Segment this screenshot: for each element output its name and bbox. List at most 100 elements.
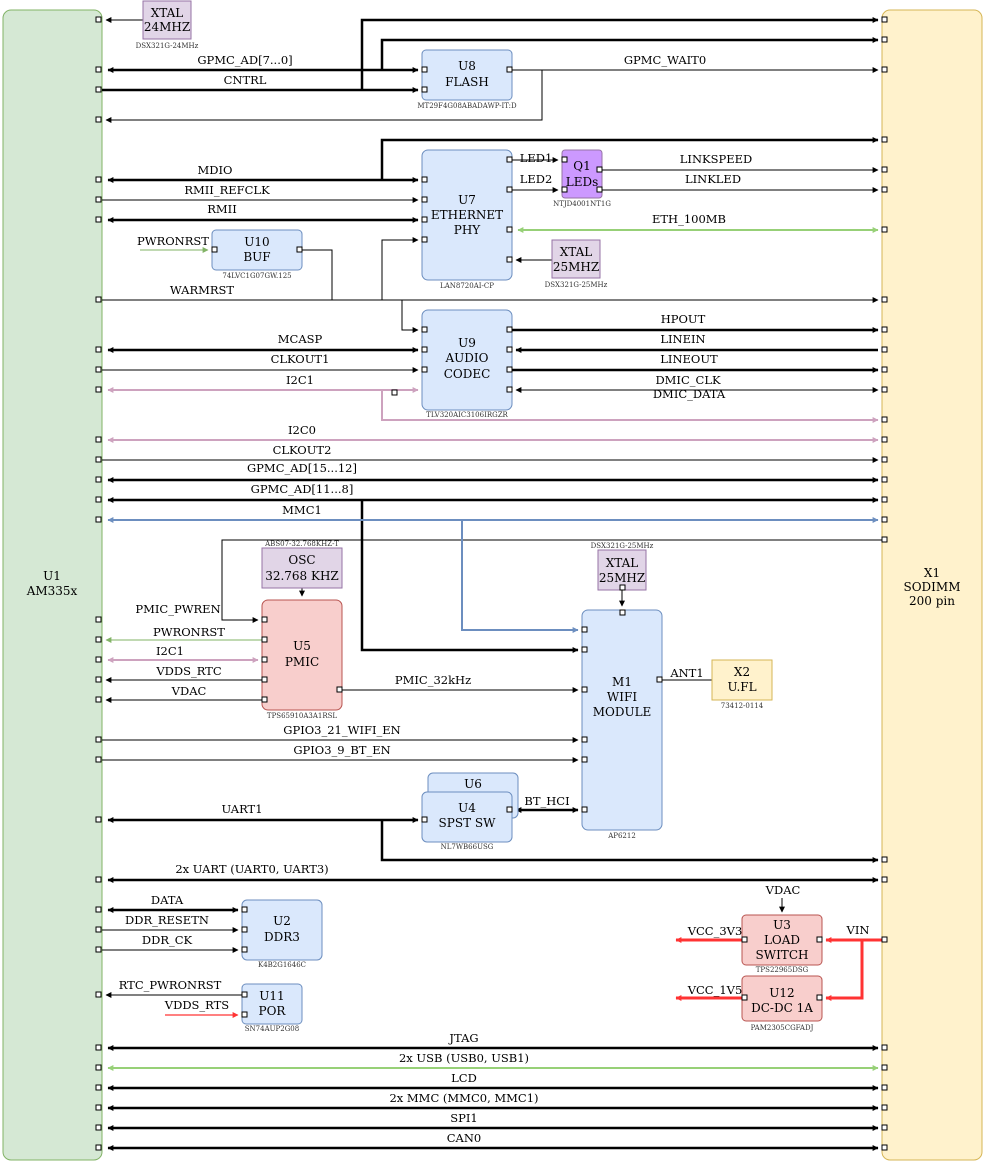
u10-block: U10 BUF 74LVC1G07GW.125 [211,229,303,280]
label-ddr-resetn: DDR_RESETN [125,913,209,927]
label-uart-2x: 2x UART (UART0, UART3) [175,862,328,876]
label-eth-100mb: ETH_100MB [652,212,726,226]
u11-block: U11 POR SN74AUP2G08 [241,983,303,1033]
svg-text:DSX321G-25MHz: DSX321G-25MHz [545,281,608,289]
colored-wires [107,227,879,1071]
svg-text:ABS07-32.768KHZ-T: ABS07-32.768KHZ-T [264,540,339,548]
label-ant1: ANT1 [669,666,703,680]
svg-text:AP6212: AP6212 [607,832,636,840]
svg-text:XTAL: XTAL [151,6,184,20]
label-mmc-2x: 2x MMC (MMC0, MMC1) [389,1091,538,1105]
svg-text:PHY: PHY [454,223,482,237]
label-can0: CAN0 [447,1131,481,1145]
svg-text:U.FL: U.FL [727,680,756,694]
svg-text:U3: U3 [773,918,791,932]
svg-text:Q1: Q1 [573,159,590,173]
label-ddr-ck: DDR_CK [142,933,193,947]
label-linkled: LINKLED [685,172,741,186]
svg-text:U11: U11 [259,989,284,1003]
u1-name: AM335x [26,584,78,598]
svg-text:U9: U9 [458,336,476,350]
svg-text:TPS65910A3A1RSL: TPS65910A3A1RSL [267,712,338,720]
svg-text:NTJD4001NT1G: NTJD4001NT1G [553,200,611,208]
svg-text:PMIC: PMIC [285,655,319,669]
svg-text:X2: X2 [734,665,750,679]
label-lineout: LINEOUT [660,352,718,366]
xtal25b-block: XTAL 25MHZ DSX321G-25MHz [591,542,654,591]
x1-label: X1 [924,566,940,580]
u1-block: U1 AM335x [2,9,103,1161]
u12-block: U12 DC-DC 1A PAM2305CGFADJ [741,975,823,1032]
svg-text:MODULE: MODULE [593,705,652,719]
svg-text:AUDIO: AUDIO [445,351,489,365]
label-gpmc-ad15-12: GPMC_AD[15...12] [247,461,357,475]
svg-text:OSC: OSC [288,553,315,567]
pwronrst-wires [105,247,262,643]
u2-block: U2 DDR3 K4B2G1646C [241,899,323,969]
svg-text:POR: POR [259,1004,287,1018]
svg-text:25MHZ: 25MHZ [553,260,599,274]
svg-text:TLV320AIC3106IRGZR: TLV320AIC3106IRGZR [426,411,508,419]
svg-text:LOAD: LOAD [764,933,800,947]
label-warmrst: WARMRST [170,283,235,297]
label-clkout1: CLKOUT1 [271,352,330,366]
u3-block: U3 LOAD SWITCH TPS22965DSG [741,914,823,974]
svg-text:DSX321G-24MHz: DSX321G-24MHz [136,42,199,50]
xtal25a-block: XTAL 25MHZ DSX321G-25MHz [545,239,608,289]
svg-text:24MHZ: 24MHZ [144,20,190,34]
thin-wires [102,17,882,998]
svg-text:U5: U5 [293,639,311,653]
label-vdds-rts: VDDS_RTS [164,998,230,1012]
svg-text:CODEC: CODEC [444,367,491,381]
svg-text:NL7WB66USG: NL7WB66USG [441,843,494,851]
svg-text:U10: U10 [244,235,269,249]
m1-block: M1 WIFI MODULE AP6212 [581,609,663,840]
label-vdac: VDAC [171,684,207,698]
label-mmc1: MMC1 [282,503,322,517]
svg-text:25MHZ: 25MHZ [599,571,645,585]
label-vcc-1v5: VCC_1V5 [687,983,743,997]
svg-text:TPS22965DSG: TPS22965DSG [756,966,809,974]
u5-block: U5 PMIC TPS65910A3A1RSL [261,599,343,720]
label-bt-hci: BT_HCI [524,794,569,808]
label-usb-2x: 2x USB (USB0, USB1) [399,1051,529,1065]
svg-text:K4B2G1646C: K4B2G1646C [258,961,306,969]
svg-text:DSX321G-25MHz: DSX321G-25MHz [591,542,654,550]
label-linkspeed: LINKSPEED [680,152,752,166]
label-led2: LED2 [520,172,553,186]
q1-block: Q1 LEDs NTJD4001NT1G [553,149,611,208]
svg-text:MT29F4G08ABADAWP-IT:D: MT29F4G08ABADAWP-IT:D [417,102,517,110]
label-vcc-3v3: VCC_3V3 [687,924,743,938]
label-i2c0: I2C0 [288,423,316,437]
svg-text:DDR3: DDR3 [264,930,300,944]
svg-text:BUF: BUF [243,250,270,264]
label-spi1: SPI1 [450,1111,477,1125]
svg-text:SN74AUP2G08: SN74AUP2G08 [245,1025,299,1033]
osc-block: OSC 32.768 KHZ ABS07-32.768KHZ-T [261,540,343,589]
svg-text:U12: U12 [769,986,794,1000]
svg-text:74LVC1G07GW.125: 74LVC1G07GW.125 [222,272,291,280]
svg-text:SPST SW: SPST SW [439,816,497,830]
label-vdac-u3: VDAC [765,883,801,897]
x1-block: X1 SODIMM 200 pin [881,9,983,1161]
svg-text:SWITCH: SWITCH [756,948,809,962]
u4-block: U4 SPST SW NL7WB66USG [421,791,513,851]
label-i2c1: I2C1 [286,373,314,387]
label-dmic-data: DMIC_DATA [653,387,726,401]
label-led1: LED1 [520,151,553,165]
svg-text:XTAL: XTAL [606,556,639,570]
label-gpmc-ad7-0: GPMC_AD[7...0] [197,53,292,67]
svg-text:M1: M1 [612,675,632,689]
signal-labels: GPMC_AD[7...0] CNTRL GPMC_WAIT0 MDIO RMI… [119,53,870,1145]
label-uart1: UART1 [221,802,262,816]
label-hpout: HPOUT [661,312,706,326]
label-rtc-pwronrst: RTC_PWRONRST [119,978,222,992]
label-mdio: MDIO [198,163,233,177]
u7-block: U7 ETHERNET PHY LAN8720AI-CP [421,149,513,290]
svg-text:FLASH: FLASH [445,75,489,89]
svg-text:73412-0114: 73412-0114 [721,702,764,710]
label-pmic-32khz: PMIC_32kHz [395,673,471,687]
bus-wires [102,17,879,1151]
label-cntrl: CNTRL [224,73,267,87]
